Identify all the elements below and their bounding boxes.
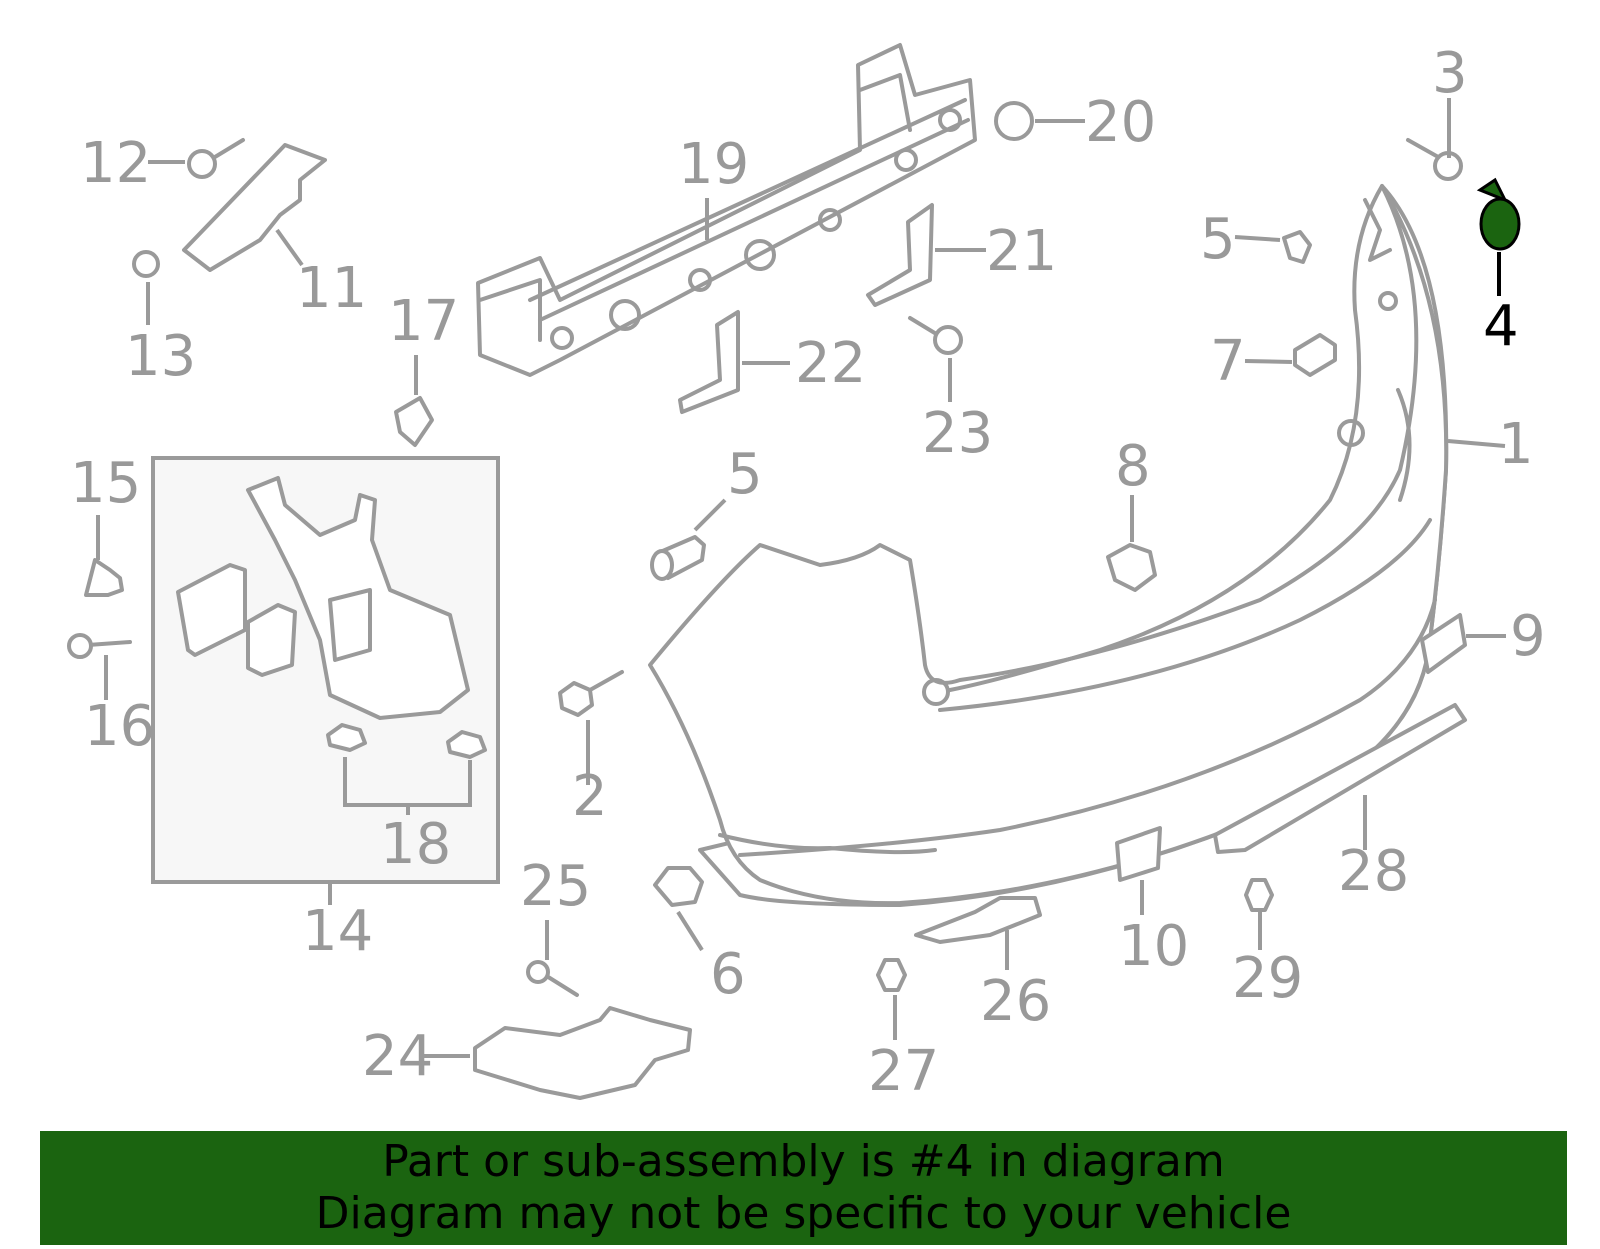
info-banner: Part or sub-assembly is #4 in diagram Di…: [40, 1131, 1567, 1245]
callout-18: 18: [380, 812, 451, 877]
callout-5a: 5: [1200, 207, 1236, 272]
clip-18a-part: [326, 723, 367, 752]
clip-29-part: [1244, 878, 1274, 912]
callout-15: 15: [70, 451, 141, 516]
callout-22: 22: [795, 331, 866, 396]
part-6: [653, 866, 704, 907]
banner-line-2: Diagram may not be specific to your vehi…: [315, 1188, 1292, 1239]
callout-25: 25: [520, 854, 591, 919]
callout-10: 10: [1118, 914, 1189, 979]
nut-20-part: [994, 101, 1034, 141]
bracket-21-part: [866, 203, 934, 307]
bolt-3-part: [1406, 138, 1463, 181]
part-10: [1115, 826, 1162, 882]
bracket-assembly-part: [176, 476, 470, 720]
callout-12: 12: [80, 131, 151, 196]
nut-13-part: [132, 250, 160, 278]
callout-1: 1: [1498, 412, 1534, 477]
bracket-22-part: [678, 310, 740, 414]
part-15: [84, 558, 124, 597]
callout-14: 14: [302, 899, 373, 964]
callout-13: 13: [125, 324, 196, 389]
bolt-23-part: [908, 316, 963, 355]
callout-9: 9: [1510, 604, 1546, 669]
bolt-16-part: [67, 633, 132, 659]
part-17: [394, 396, 434, 447]
part-7: [1293, 333, 1337, 377]
callout-20: 20: [1085, 90, 1156, 155]
callout-2: 2: [572, 764, 608, 829]
bolt-2-part: [558, 670, 624, 717]
callout-28: 28: [1338, 839, 1409, 904]
callout-21: 21: [986, 219, 1057, 284]
callout-17: 17: [388, 289, 459, 354]
callout-6: 6: [710, 942, 746, 1007]
clip-18b-part: [446, 730, 487, 759]
strip-28-part: [1213, 703, 1467, 854]
callout-27: 27: [868, 1039, 939, 1104]
highlighted-part-4: [1476, 177, 1521, 251]
bolt-25-part: [526, 960, 579, 997]
callout-11: 11: [296, 256, 367, 321]
callout-8: 8: [1115, 434, 1151, 499]
part-9: [1420, 613, 1467, 674]
clip-5b-part: [650, 535, 706, 581]
callout-5b: 5: [727, 442, 763, 507]
reinforcement-beam-part: [476, 43, 977, 377]
callout-26: 26: [980, 969, 1051, 1034]
banner-line-1: Part or sub-assembly is #4 in diagram: [382, 1136, 1225, 1187]
callout-19: 19: [678, 132, 749, 197]
callout-7: 7: [1210, 329, 1246, 394]
callout-23: 23: [922, 401, 993, 466]
callout-4: 4: [1483, 294, 1519, 359]
callout-24: 24: [362, 1024, 433, 1089]
bolt-12-part: [187, 138, 245, 179]
part-8: [1106, 543, 1157, 592]
clip-27-part: [876, 958, 907, 992]
bracket-11-part: [182, 143, 327, 272]
clip-5a-part: [1282, 230, 1312, 264]
leader-lines: [96, 98, 1506, 1058]
bumper-cover-part: [648, 184, 1449, 907]
callout-3: 3: [1432, 41, 1468, 106]
bracket-24-part: [473, 1006, 692, 1100]
callout-29: 29: [1232, 946, 1303, 1011]
callout-16: 16: [84, 694, 155, 759]
bracket-26-part: [914, 896, 1042, 944]
